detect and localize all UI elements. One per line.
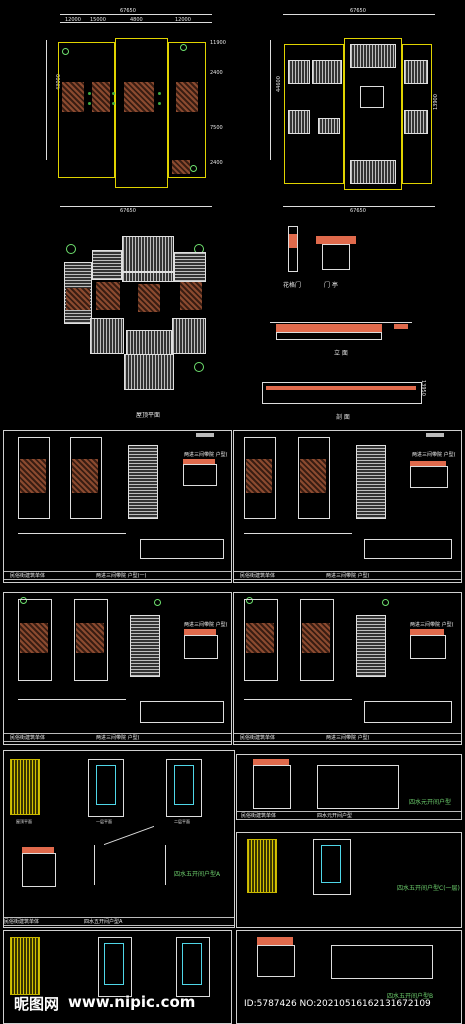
sheet-row1-left: 民俗街建筑单体 两进三间带院 户型(一) 两进三间带院 户型( <box>3 430 232 583</box>
watermark-url: www.nipic.com <box>68 993 196 1011</box>
plan-a-center-block <box>115 38 168 188</box>
sheet-b-label: 四水元开间户型 <box>409 799 452 806</box>
dim-seg-3: 4800 <box>130 17 143 23</box>
sheet-d-label: 四水五开间户型B <box>387 993 434 1000</box>
sheet-row2-right: 民俗街建筑单体 两进三间带院 户型( 两进三间带院 户型( <box>233 592 462 745</box>
roof-plan-label: 屋顶平面 <box>136 412 161 419</box>
watermark-id: ID:5787426 NO:20210516162131672109 <box>244 999 431 1009</box>
sheet-a-sub: 四水五开间户型A <box>174 871 221 878</box>
sheet-tag: 两进三间带院 户型( <box>412 452 456 458</box>
dim-seg-2: 15000 <box>90 17 106 23</box>
sheet-tag: 两进三间带院 户型( <box>410 622 454 628</box>
tree-icon <box>180 44 187 51</box>
dim-bottom-a: 67650 <box>120 208 136 214</box>
first-floor-label: 一层平面 <box>96 819 112 824</box>
dim-top-b: 67650 <box>350 8 366 14</box>
plan-a-right-block <box>168 42 206 178</box>
watermark-logo: 昵图网 <box>14 995 60 1013</box>
sheet-subtitle: 两进三间带院 户型( <box>326 735 370 741</box>
dim-bottom-b: 67650 <box>350 208 366 214</box>
dim-right-a4: 2400 <box>210 160 223 166</box>
tree-icon <box>62 48 69 55</box>
sheet-c-label: 四水五开间户型C(一层) <box>397 885 460 892</box>
sheet-b-title: 民俗街建筑单体 <box>241 813 277 819</box>
sheet-subtitle: 两进三间带院 户型(一) <box>96 573 147 579</box>
watermark-bar: 昵图网 www.nipic.com ID:5787426 NO:20210516… <box>0 990 465 1024</box>
sheet-title: 民俗街建筑单体 <box>240 573 276 579</box>
sheet-title: 民俗街建筑单体 <box>240 735 276 741</box>
sheet-row1-right: 民俗街建筑单体 两进三间带院 户型( 两进三间带院 户型( <box>233 430 462 583</box>
elevation-label: 立 面 <box>334 350 348 357</box>
sheet-subtitle: 两进三间带院 户型( <box>96 735 140 741</box>
plan-b-left-block <box>284 44 344 184</box>
sheet-lower-right-mid: 四水五开间户型C(一层) <box>236 832 462 928</box>
section-label: 剖 面 <box>336 414 350 421</box>
sheet-lower-left: 屋顶平面 一层平面 二层平面 四水五开间户型A 民俗街建筑单体 四水五开间户型A <box>3 750 235 928</box>
second-floor-label: 二层平面 <box>174 819 190 824</box>
tree-icon <box>190 165 197 172</box>
plan-b-center-block <box>344 38 402 190</box>
plan-b-right-block <box>402 44 432 184</box>
tree-icon <box>382 599 389 606</box>
sheet-row2-left: 民俗街建筑单体 两进三间带院 户型( 两进三间带院 户型( <box>3 592 232 745</box>
section-dim: 13950 <box>420 380 426 396</box>
gate-label: 门 亭 <box>324 282 338 289</box>
roof-small-label: 屋顶平面 <box>16 819 32 824</box>
sheet-subtitle: 两进三间带院 户型( <box>326 573 370 579</box>
dim-seg-1: 12000 <box>65 17 81 23</box>
sheet-a-title: 民俗街建筑单体 <box>4 919 40 925</box>
dim-right-a2: 2400 <box>210 70 223 76</box>
sheet-tag: 两进三间带院 户型( <box>184 452 228 458</box>
sheet-b-sub: 四水元开间户型 <box>317 813 353 819</box>
sheet-a-sub2: 四水五开间户型A <box>84 919 123 925</box>
dim-right-a3: 7500 <box>210 125 223 131</box>
dim-seg-4: 12000 <box>175 17 191 23</box>
tree-icon <box>154 599 161 606</box>
tree-icon <box>246 597 253 604</box>
sheet-bottom-left <box>3 930 232 1024</box>
tree-icon <box>66 244 76 254</box>
flower-door-label: 花格门 <box>283 282 302 289</box>
dim-left-b: 44600 <box>276 76 282 92</box>
tree-icon <box>194 362 204 372</box>
sheet-lower-right-top: 四水元开间户型 民俗街建筑单体 四水元开间户型 <box>236 754 462 820</box>
dim-top-a: 67650 <box>120 8 136 14</box>
sheet-tag: 两进三间带院 户型( <box>184 622 228 628</box>
plan-a-left-block <box>58 42 115 178</box>
dim-right-a1: 11900 <box>210 40 226 46</box>
tree-icon <box>20 597 27 604</box>
sheet-title: 民俗街建筑单体 <box>10 735 46 741</box>
sheet-title: 民俗街建筑单体 <box>10 573 46 579</box>
dim-right-b: 13900 <box>433 94 439 110</box>
